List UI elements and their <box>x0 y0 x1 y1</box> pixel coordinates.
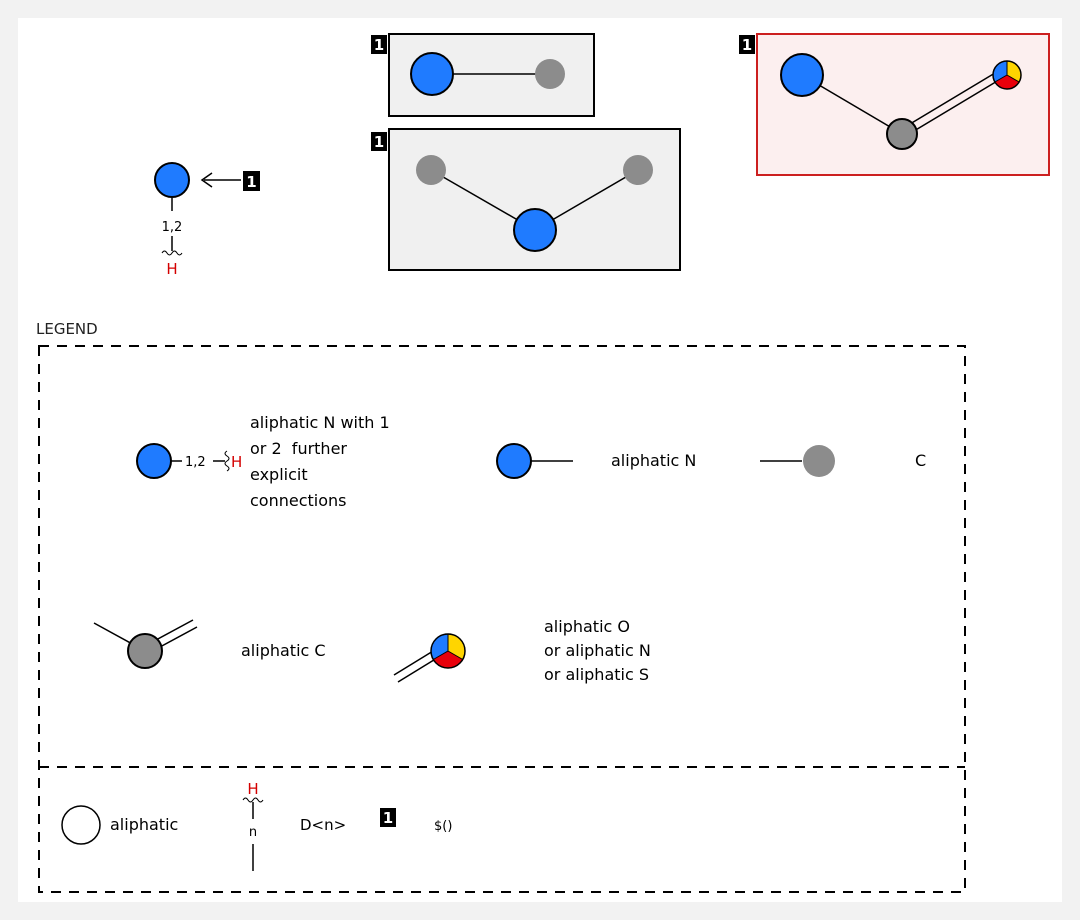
legend-nh-line-1: aliphatic N with 1 <box>250 413 390 432</box>
recursive-box-1: 1 <box>371 33 595 117</box>
legend-ons-line-1: aliphatic O <box>544 617 630 636</box>
root-nitrogen-atom <box>154 162 190 198</box>
legend-badge-label: 1 <box>383 809 393 827</box>
legend-aliphatic-nitrogen-icon <box>496 443 532 479</box>
multi-element-atom-icon <box>992 60 1022 90</box>
root-atom-h-label: H <box>166 260 177 278</box>
recursive-smarts-badge-icon <box>380 808 396 827</box>
box3-badge-label: 1 <box>742 36 752 54</box>
legend-aliphatic-label: aliphatic <box>110 815 178 834</box>
legend-item-nh: 1,2 H aliphatic N with 1 or 2 further ex… <box>136 413 390 510</box>
smarts-diagram: 1,2 H 1 1 1 1 <box>36 33 1050 893</box>
box1-carbon-atom <box>535 59 565 89</box>
box1-badge-label: 1 <box>374 36 384 54</box>
legend-item-n: aliphatic N <box>496 443 696 479</box>
legend-c-label: C <box>915 451 926 470</box>
legend-recursive-label: $() <box>434 819 452 834</box>
legend-item-ons: aliphatic O or aliphatic N or aliphatic … <box>393 617 651 684</box>
legend-carbon-atom-icon <box>803 445 835 477</box>
legend-item-aliphatic-c: aliphatic C <box>93 619 326 669</box>
box1-nitrogen-atom <box>410 52 454 96</box>
recursive-box-3: 1 <box>739 33 1050 176</box>
legend-degree-label: D<n> <box>300 816 346 834</box>
box2-carbon-atom-right <box>623 155 653 185</box>
legend-degree-n-label: n <box>249 825 257 840</box>
legend-n-label: aliphatic N <box>611 451 696 470</box>
diagram-canvas: 1,2 H 1 1 1 1 <box>18 18 1062 902</box>
box3-nitrogen-atom <box>780 53 824 97</box>
recursive-box-2: 1 <box>371 128 681 271</box>
aliphatic-circle-icon <box>61 805 101 845</box>
legend-nh-h-label: H <box>231 453 242 471</box>
legend-ons-line-2: or aliphatic N <box>544 641 651 660</box>
legend-title: LEGEND <box>36 320 98 338</box>
legend-aliphatic-c-label: aliphatic C <box>241 641 326 660</box>
root-arrow-head <box>200 172 213 188</box>
legend-nh-wavy-bond <box>224 450 230 472</box>
root-atom-count-label: 1,2 <box>162 220 183 235</box>
box2-badge-label: 1 <box>374 133 384 151</box>
legend-nh-line-3: explicit <box>250 465 308 484</box>
legend-nh-count-label: 1,2 <box>185 455 206 470</box>
root-atom-wavy-bond <box>161 250 183 256</box>
legend-ons-line-3: or aliphatic S <box>544 665 649 684</box>
legend-degree-wavy-bond <box>242 797 264 803</box>
recursive-smarts-badge-icon <box>371 35 387 54</box>
legend-item-c: C <box>760 445 926 477</box>
recursive-smarts-badge-icon <box>243 171 260 191</box>
legend-aliphatic-carbon-icon <box>127 633 163 669</box>
legend-nh-line-2: or 2 further <box>250 439 347 458</box>
recursive-smarts-badge-icon <box>739 35 755 54</box>
legend-nitrogen-atom-icon <box>136 443 172 479</box>
legend-box <box>38 345 966 893</box>
legend-nh-line-4: connections <box>250 491 347 510</box>
multi-element-atom-icon <box>430 633 466 669</box>
root-badge-label: 1 <box>246 173 256 191</box>
root-atom-group: 1,2 H 1 <box>154 162 260 278</box>
recursive-smarts-badge-icon <box>371 132 387 151</box>
legend-degree-h-label: H <box>247 780 258 798</box>
box2-carbon-atom-left <box>416 155 446 185</box>
box3-carbon-atom <box>886 118 918 150</box>
box2-nitrogen-atom <box>513 208 557 252</box>
legend-bottom-row: aliphatic H n D<n> 1 $() <box>61 780 452 871</box>
